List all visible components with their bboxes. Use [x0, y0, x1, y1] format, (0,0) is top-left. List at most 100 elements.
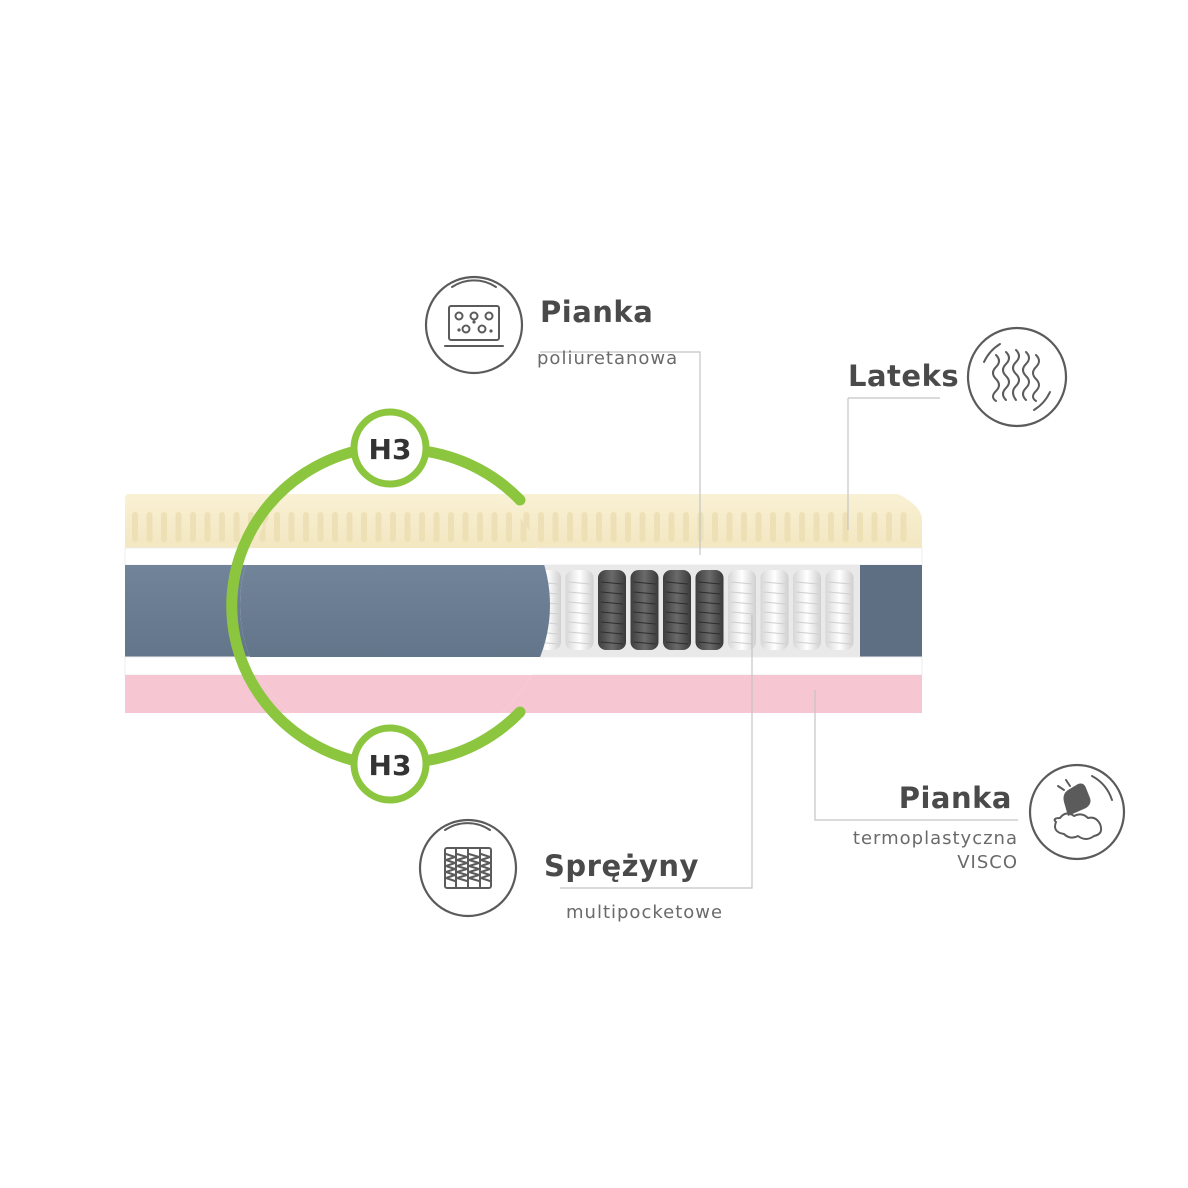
foam-cells-icon — [424, 275, 524, 375]
spring-coil-line — [633, 591, 656, 595]
firmness-badge-bottom: H3 — [350, 724, 430, 804]
spring-coil-line — [763, 601, 786, 605]
spring-coil-line — [828, 581, 851, 585]
spring-coil-line — [665, 581, 689, 585]
latex-ridge — [219, 512, 225, 542]
spring-coil-line — [633, 601, 656, 605]
callout-visco-foam: Pianka termoplastyczna VISCO — [853, 763, 1126, 873]
spring-pocket — [825, 570, 854, 650]
spring-coil-line — [795, 631, 819, 635]
latex-ridge — [274, 512, 280, 542]
spring-coil-line — [795, 621, 819, 625]
latex-ridge — [448, 512, 454, 542]
latex-ridge — [842, 512, 849, 542]
latex-ridge — [799, 512, 805, 542]
latex-ridge — [639, 512, 646, 542]
latex-ridge — [625, 512, 631, 542]
spring-coil-line — [730, 641, 754, 645]
spring-coil-line — [600, 591, 624, 595]
latex-ridge — [491, 512, 498, 542]
spring-coil-line — [828, 621, 851, 625]
spring-coil-line — [698, 611, 721, 615]
latex-ridge — [375, 512, 382, 542]
spring-coil-line — [665, 621, 689, 625]
spring-coil-line — [698, 621, 721, 625]
spring-coil-line — [633, 641, 656, 645]
spring-coil-line — [795, 611, 819, 615]
latex-ridge — [190, 512, 196, 542]
latex-title: Lateks — [848, 359, 959, 393]
latex-ridge — [317, 512, 324, 542]
polyurethane-title: Pianka — [540, 295, 653, 329]
latex-ridge — [712, 512, 718, 542]
spring-coil-line — [665, 641, 689, 645]
latex-ridge — [361, 512, 367, 542]
spring-pocket — [630, 570, 659, 650]
spring-coil-line — [828, 601, 851, 605]
latex-ridge — [726, 512, 733, 542]
callout-pocket-springs: Sprężyny multipocketowe — [418, 818, 723, 923]
spring-coil-line — [730, 581, 754, 585]
spring-coil-line — [633, 611, 656, 615]
latex-ridge — [596, 512, 602, 542]
latex-ridge — [390, 512, 396, 542]
latex-ridge — [857, 512, 863, 542]
wavy-lines-icon — [966, 326, 1068, 428]
spring-coil-line — [600, 601, 624, 605]
spring-coil-line — [698, 631, 721, 635]
latex-ridge — [567, 512, 573, 542]
latex-ridge — [477, 512, 483, 542]
latex-ridge — [755, 512, 762, 542]
latex-ridge — [233, 512, 240, 542]
latex-ridge — [770, 512, 776, 542]
spring-pocket — [695, 570, 724, 650]
latex-ridge — [900, 512, 907, 542]
spring-coil-line — [795, 641, 819, 645]
spring-coil-line — [665, 601, 689, 605]
spring-pocket — [760, 570, 789, 650]
latex-ridge — [871, 512, 878, 542]
spring-coil-line — [730, 611, 754, 615]
spring-coil-line — [568, 641, 591, 645]
spring-coil-line — [698, 641, 721, 645]
spring-coil-line — [568, 611, 591, 615]
firmness-badge-bottom-label: H3 — [369, 749, 412, 782]
latex-ridge — [419, 512, 425, 542]
latex-ridge — [462, 512, 469, 542]
spring-coil-line — [730, 591, 754, 595]
latex-ridge — [741, 512, 747, 542]
spring-pocket — [793, 570, 821, 650]
spring-coil-line — [600, 621, 624, 625]
spring-coil-line — [633, 621, 656, 625]
spring-coil-line — [828, 591, 851, 595]
springs-subtitle: multipocketowe — [566, 902, 723, 923]
latex-ridge — [146, 512, 153, 542]
latex-ridge — [404, 512, 411, 542]
springs-title: Sprężyny — [544, 849, 699, 883]
latex-ridge — [132, 512, 138, 542]
polyurethane-subtitle: poliuretanowa — [537, 348, 678, 369]
spring-pocket — [565, 570, 594, 650]
spring-pocket — [598, 570, 626, 650]
callout-latex: Lateks — [848, 326, 1068, 428]
firmness-badge-top: H3 — [350, 408, 430, 488]
spring-coil-line — [763, 631, 786, 635]
latex-ridge — [288, 512, 295, 542]
latex-ridge — [175, 512, 182, 542]
latex-ridge — [668, 512, 675, 542]
latex-ridge — [303, 512, 309, 542]
spring-coil-line — [698, 591, 721, 595]
polyurethane-core-edge — [860, 565, 922, 657]
spring-coil-line — [665, 611, 689, 615]
spring-coil-line — [633, 581, 656, 585]
spring-coil-line — [763, 621, 786, 625]
pocket-springs-icon — [418, 818, 518, 918]
spring-coil-line — [600, 611, 624, 615]
latex-ridge — [204, 512, 211, 542]
latex-ridge — [433, 512, 440, 542]
hand-pressing-foam-icon — [1028, 763, 1126, 861]
latex-ridge — [581, 512, 588, 542]
visco-subtitle-line1: termoplastyczna — [853, 828, 1018, 849]
spring-coil-line — [763, 641, 786, 645]
spring-coil-line — [795, 591, 819, 595]
